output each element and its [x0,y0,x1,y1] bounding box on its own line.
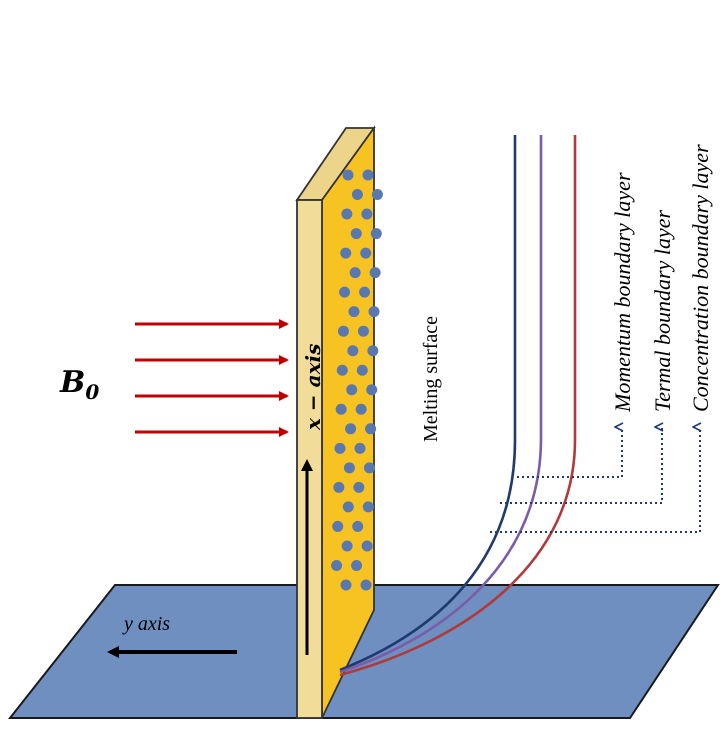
particle-dot [366,384,378,396]
y-axis-label: y axis [122,613,170,635]
particle-dot [346,384,358,396]
particle-dot [333,481,345,493]
ground-plane [7,584,720,719]
particle-dot [340,247,352,259]
particle-dot [363,462,375,474]
concentration-leader-line [490,427,700,533]
particle-dot [332,520,344,532]
particle-dot [354,442,366,454]
concentration-boundary-layer-label: Concentration boundary layer [688,144,713,412]
particle-dot [369,267,381,279]
particle-dot [352,520,364,532]
particle-dot [342,169,354,181]
particle-dots [331,169,383,591]
particle-dot [370,228,382,240]
particle-dot [331,559,343,571]
particle-dot [357,325,369,337]
particle-dot [368,306,380,318]
particle-dot [348,306,360,318]
particle-dot [336,364,348,376]
particle-dot [345,423,357,435]
momentum-boundary-layer-curve [339,135,517,672]
momentum-leader-line [517,427,622,478]
particle-dot [334,442,346,454]
concentration-boundary-layer-curve [339,135,577,677]
particle-dot [347,345,359,357]
leader-lines [490,427,700,533]
thermal-boundary-layer-curve [339,135,543,674]
particle-dot [349,267,361,279]
particle-dot [350,228,362,240]
particle-dot [339,286,351,298]
particle-dot [337,325,349,337]
particle-dot [360,579,372,591]
particle-dot [359,286,371,298]
particle-dot [362,169,374,181]
magnetic-field-label: B0 [59,365,99,404]
particle-dot [361,540,373,552]
x-axis-label: x − axis [301,344,325,431]
particle-dot [353,481,365,493]
thermal-boundary-layer-label: Termal boundary layer [650,209,675,412]
plate-front-face [296,199,323,719]
thermal-leader-line [500,427,662,504]
magnetic-field-arrows [135,319,289,437]
particle-dot [356,364,368,376]
particle-dot [365,423,377,435]
particle-dot [361,208,373,220]
particle-dot [362,501,374,513]
particle-dot [343,462,355,474]
particle-dot [367,345,379,357]
particle-dot [351,189,363,201]
particle-dot [341,208,353,220]
momentum-boundary-layer-label: Momentum boundary layer [610,172,635,413]
particle-dot [340,579,352,591]
particle-dot [341,540,353,552]
particle-dot [335,403,347,415]
boundary-layer-curves [339,135,577,677]
particle-dot [351,559,363,571]
particle-dot [342,501,354,513]
particle-dot [360,247,372,259]
melting-surface-label: Melting surface [420,316,442,442]
particle-dot [355,403,367,415]
particle-dot [371,189,383,201]
